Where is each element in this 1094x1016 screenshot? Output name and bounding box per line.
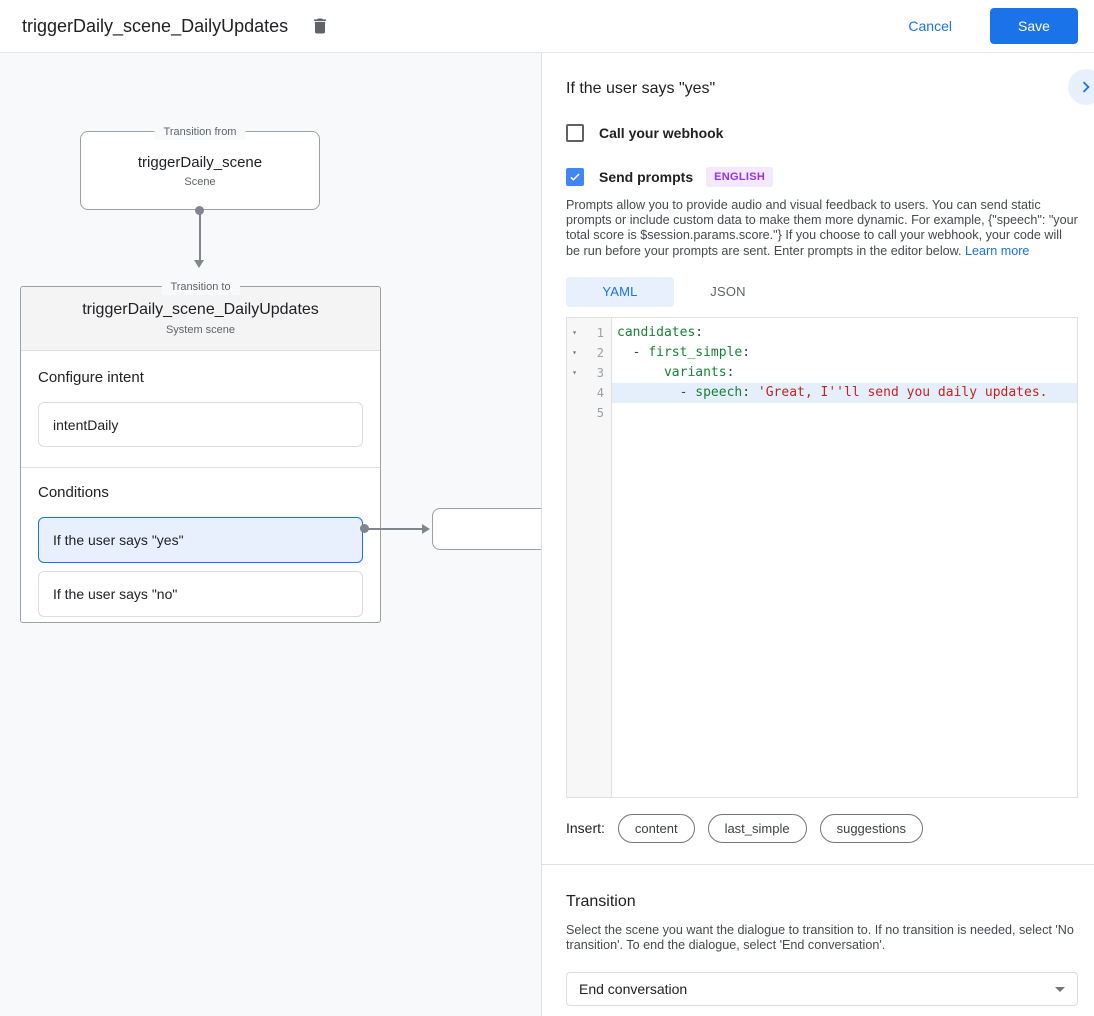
chevron-right-icon (1082, 81, 1090, 93)
fold-spacer (567, 403, 582, 423)
code-segment (617, 365, 664, 380)
gutter-row: ▾ 1 (567, 323, 611, 343)
transition-to-subtitle: System scene (165, 324, 236, 336)
code-segment: : (726, 364, 735, 380)
gutter-row: ▾ 2 (567, 343, 611, 363)
code-line (612, 403, 1077, 423)
condition-item-yes[interactable]: If the user says "yes" (38, 517, 363, 563)
code-segment: - (617, 344, 649, 360)
webhook-checkbox-row: Call your webhook (566, 124, 1078, 142)
gutter-row: 4 (567, 383, 611, 403)
gutter-row: ▾ 3 (567, 363, 611, 383)
delete-scene-button[interactable] (306, 12, 334, 40)
transition-from-title: triggerDaily_scene (137, 153, 263, 171)
line-number: 1 (596, 325, 604, 340)
transition-to-title: triggerDaily_scene_DailyUpdates (82, 301, 319, 318)
intent-input[interactable] (38, 402, 363, 447)
call-webhook-checkbox[interactable] (566, 124, 584, 142)
transition-heading: Transition (566, 892, 636, 910)
gutter-row: 5 (567, 403, 611, 423)
trash-icon (314, 18, 326, 34)
panel-title: If the user says "yes" (566, 80, 716, 97)
insert-label: Insert: (566, 820, 605, 837)
code-segment: : (742, 384, 758, 400)
language-badge: ENGLISH (706, 167, 774, 187)
transition-from-subtitle: Scene (184, 175, 216, 188)
code-segment: candidates (617, 324, 696, 340)
transition-to-node: Transition to triggerDaily_scene_DailyUp… (20, 279, 381, 623)
cancel-button[interactable]: Cancel (892, 10, 968, 42)
connector-line-horizontal (366, 528, 422, 530)
send-prompts-checkbox[interactable] (566, 168, 584, 186)
configure-intent-heading: Configure intent (38, 369, 144, 386)
tab-yaml[interactable]: YAML (566, 276, 674, 307)
code-line: candidates: (612, 323, 1077, 343)
page-title: triggerDaily_scene_DailyUpdates (22, 15, 289, 36)
tab-json[interactable]: JSON (674, 277, 782, 307)
connector-line-vertical (199, 211, 201, 260)
code-segment: : (742, 344, 751, 360)
transition-from-node[interactable]: Transition from triggerDaily_scene Scene (80, 124, 320, 210)
insert-chip-suggestions[interactable]: suggestions (819, 813, 923, 843)
code-segment: first_simple (648, 344, 743, 360)
prompts-checkbox-row: Send prompts ENGLISH (566, 167, 1078, 187)
connector-dot (195, 206, 204, 215)
line-number: 4 (596, 385, 604, 400)
code-segment: speech (695, 384, 743, 400)
call-webhook-label: Call your webhook (599, 125, 724, 141)
scene-flow-canvas: Transition from triggerDaily_scene Scene… (0, 53, 541, 1016)
condition-detail-panel: If the user says "yes" Call your webhook… (541, 53, 1094, 1016)
learn-more-link[interactable]: Learn more (965, 243, 1030, 258)
code-line: variants: (612, 363, 1077, 383)
code-segment: : (695, 324, 704, 340)
fold-arrow-icon[interactable]: ▾ (572, 327, 577, 337)
code-segment: - (617, 384, 696, 400)
send-prompts-label: Send prompts (599, 169, 694, 185)
transition-description: Select the scene you want the dialogue t… (566, 922, 1074, 953)
line-number: 2 (596, 345, 604, 360)
prompts-description-text: Prompts allow you to provide audio and v… (566, 198, 1078, 258)
arrow-down-icon (194, 260, 204, 268)
editor-gutter: ▾ 1 ▾ 2 ▾ 3 4 5 (567, 317, 612, 797)
fold-arrow-icon[interactable]: ▾ (572, 367, 577, 377)
line-number: 5 (596, 405, 604, 420)
editor-code-area[interactable]: candidates: - first_simple: variants: - … (612, 318, 1077, 797)
insert-chip-last-simple[interactable]: last_simple (707, 813, 807, 843)
editor-format-tabs: YAML JSON (566, 276, 1078, 307)
connector-dot (360, 524, 369, 533)
transition-from-legend: Transition from (154, 124, 246, 140)
transition-dropdown[interactable]: End conversation (566, 972, 1078, 1007)
chevron-down-icon (1055, 986, 1065, 992)
fold-arrow-icon[interactable]: ▾ (572, 347, 577, 357)
transition-to-legend: Transition to (161, 279, 240, 295)
transition-to-header[interactable]: triggerDaily_scene_DailyUpdates System s… (21, 287, 380, 351)
code-line-active: - speech: 'Great, I''ll send you daily u… (612, 382, 1077, 403)
insert-chip-content[interactable]: content (617, 813, 695, 843)
panel-divider (542, 863, 1094, 865)
line-number: 3 (596, 365, 604, 380)
top-bar: triggerDaily_scene_DailyUpdates Cancel S… (0, 0, 1094, 53)
insert-row: Insert: content last_simple suggestions (566, 813, 1078, 843)
node-divider (21, 467, 380, 468)
arrow-right-icon (422, 524, 430, 534)
prompts-description: Prompts allow you to provide audio and v… (566, 198, 1078, 259)
condition-item-no[interactable]: If the user says "no" (38, 571, 363, 617)
transition-dropdown-value: End conversation (579, 981, 688, 998)
code-segment: 'Great, I''ll send you daily updates. (757, 384, 1048, 400)
prompt-code-editor: ▾ 1 ▾ 2 ▾ 3 4 5 (566, 316, 1078, 798)
fold-spacer (567, 383, 582, 403)
code-segment: variants (663, 364, 727, 380)
conditions-heading: Conditions (38, 484, 109, 501)
code-line: - first_simple: (612, 343, 1077, 363)
transition-target-box[interactable] (432, 508, 541, 550)
save-button[interactable]: Save (990, 8, 1078, 44)
check-icon (570, 173, 580, 181)
collapse-panel-button[interactable] (1068, 69, 1094, 105)
